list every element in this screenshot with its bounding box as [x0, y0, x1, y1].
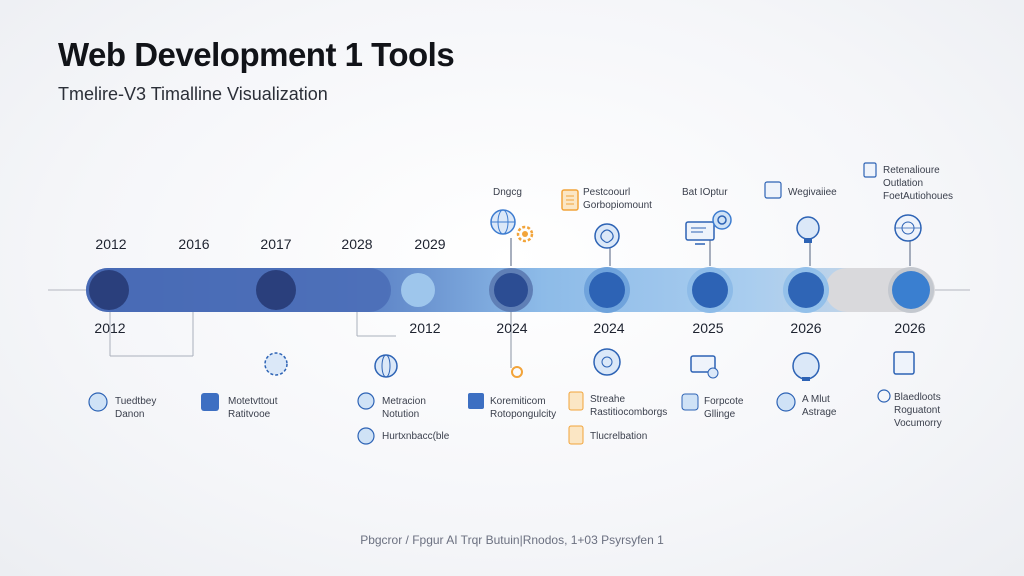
- top-year-5: 2029: [414, 236, 446, 252]
- top-label-4: Wegivaiiee: [788, 187, 837, 198]
- brain-icon: [894, 214, 922, 242]
- milestone-dot-1: [89, 270, 129, 310]
- globe-icon: [374, 354, 398, 378]
- footer-text: Pbgcror / Fpgur AI Trqr Butuin|Rnodos, 1…: [360, 533, 664, 547]
- monitor-icon: [685, 221, 715, 245]
- document-icon: [561, 189, 579, 211]
- bottom-year-4: 2024: [593, 320, 625, 336]
- brain-icon: [594, 223, 620, 249]
- bottom-year-2: 2012: [409, 320, 441, 336]
- bottom-year-5: 2025: [692, 320, 724, 336]
- checklist-icon: [863, 162, 877, 178]
- gear-icon: [264, 352, 288, 376]
- puzzle-icon: [201, 393, 219, 411]
- bottom-year-3: 2024: [496, 320, 528, 336]
- timeline-track-segment: [86, 268, 391, 312]
- globe-icon: [490, 209, 516, 235]
- top-year-4: 2028: [341, 236, 373, 252]
- lightbulb-icon: [792, 352, 820, 381]
- milestone-dot-8: [892, 271, 930, 309]
- milestone-dot-7: [788, 272, 824, 308]
- gear-icon: [357, 392, 375, 410]
- puzzle-icon: [764, 181, 782, 199]
- shield-icon: [877, 389, 891, 403]
- milestone-dot-2: [256, 270, 296, 310]
- gear-icon: [357, 427, 375, 445]
- gear-icon: [516, 225, 534, 243]
- bottom-year-6: 2026: [790, 320, 822, 336]
- network-icon: [468, 393, 484, 409]
- bottom-label-7: Tlucrelbation: [590, 431, 648, 442]
- page-title: Web Development 1 Tools: [58, 36, 455, 73]
- brain-icon: [593, 348, 621, 376]
- document-icon: [568, 391, 584, 411]
- search-icon: [712, 210, 732, 230]
- brain-icon: [776, 392, 796, 412]
- top-year-1: 2012: [95, 236, 127, 252]
- bottom-label-4: Hurtxnbacc(ble: [382, 431, 450, 442]
- milestone-dot-6: [692, 272, 728, 308]
- bottom-year-7: 2026: [894, 320, 926, 336]
- milestone-dot-5: [589, 272, 625, 308]
- lightbulb-icon: [796, 216, 820, 243]
- top-label-3: Bat IOptur: [682, 187, 728, 198]
- top-label-1: Dngcg: [493, 187, 522, 198]
- milestone-dot-4: [494, 273, 528, 307]
- globe-icon: [88, 392, 108, 412]
- monitor-icon: [690, 355, 719, 379]
- top-year-2: 2016: [178, 236, 210, 252]
- top-year-3: 2017: [260, 236, 292, 252]
- connector-end-marker: [511, 366, 523, 378]
- milestone-dot-3: [401, 273, 435, 307]
- document-icon: [893, 351, 915, 375]
- page-subtitle: Tmelire-V3 Timalline Visualization: [58, 84, 328, 104]
- puzzle-icon: [681, 393, 699, 411]
- document-icon: [568, 425, 584, 445]
- bottom-year-1: 2012: [94, 320, 126, 336]
